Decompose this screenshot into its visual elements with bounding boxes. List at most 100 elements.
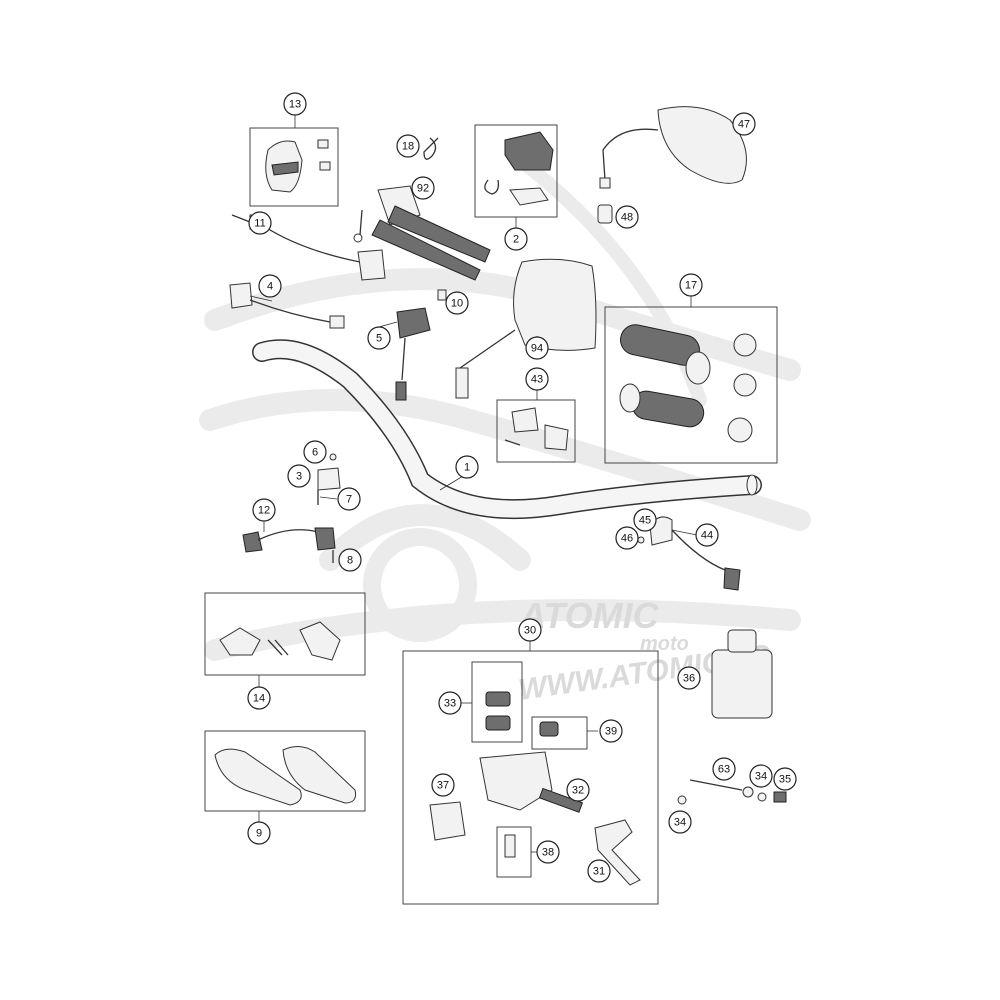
watermark-sub: moto — [640, 633, 689, 655]
callout-label: 35 — [779, 774, 791, 786]
callout-label: 2 — [513, 234, 519, 246]
callout-label: 17 — [685, 280, 697, 292]
callout-circle — [525, 367, 549, 391]
callout-94: 94 — [525, 336, 549, 360]
switch-5 — [395, 307, 431, 401]
callout-48: 48 — [615, 205, 639, 229]
callout-circle — [695, 523, 719, 547]
reservoir-36 — [711, 629, 773, 719]
nut-6 — [329, 453, 337, 461]
frame-clip-39 — [531, 716, 588, 750]
callout-label: 39 — [605, 726, 617, 738]
callout-circle — [247, 686, 271, 710]
callout-11: 11 — [248, 211, 272, 235]
callout-14: 14 — [247, 686, 271, 710]
watermark-brand: ATOMIC — [519, 595, 660, 636]
callout-circle — [431, 773, 455, 797]
callout-35: 35 — [773, 767, 797, 791]
callout-label: 38 — [542, 847, 554, 859]
switch-4 — [229, 282, 345, 329]
handguards-9 — [214, 746, 356, 806]
callout-circle — [247, 821, 271, 845]
callout-circle — [338, 548, 362, 572]
callout-17: 17 — [679, 273, 703, 297]
callout-circle — [679, 273, 703, 297]
callout-circle — [773, 767, 797, 791]
callout-circle — [668, 810, 692, 834]
cable-12 — [242, 527, 336, 563]
callout-30: 30 — [518, 618, 542, 642]
bracket-94 — [455, 258, 597, 399]
frame-handguards-9 — [204, 730, 366, 812]
handlebar — [252, 339, 762, 520]
callout-63: 63 — [712, 757, 736, 781]
callout-47: 47 — [732, 112, 756, 136]
hose-63 — [677, 779, 787, 805]
callout-circle — [337, 487, 361, 511]
callout-circle — [712, 757, 736, 781]
callout-circle — [303, 440, 327, 464]
clamp-43 — [504, 407, 569, 451]
pads-33 — [485, 691, 511, 731]
callout-5: 5 — [367, 326, 391, 350]
callout-circle — [396, 134, 420, 158]
callout-label: 7 — [346, 494, 352, 506]
grips-17 — [619, 324, 757, 443]
callout-label: 14 — [253, 693, 265, 705]
callout-label: 36 — [683, 673, 695, 685]
callout-3: 3 — [287, 464, 311, 488]
callout-circle — [587, 859, 611, 883]
callout-45: 45 — [633, 508, 657, 532]
callout-43: 43 — [525, 367, 549, 391]
callout-circle — [518, 618, 542, 642]
callout-circle — [287, 464, 311, 488]
callout-circle — [367, 326, 391, 350]
callout-label: 34 — [755, 771, 767, 783]
callout-circle — [258, 274, 282, 298]
callout-label: 13 — [289, 99, 301, 111]
callout-label: 34 — [674, 817, 686, 829]
callout-13: 13 — [283, 92, 307, 116]
callout-39: 39 — [599, 719, 623, 743]
zip-tie-18 — [423, 137, 439, 160]
callout-6: 6 — [303, 440, 327, 464]
callout-circle — [633, 508, 657, 532]
switch-housing-13 — [265, 139, 331, 193]
callout-label: 45 — [639, 515, 651, 527]
callout-label: 47 — [738, 119, 750, 131]
frame-master-cylinder-30 — [402, 650, 659, 905]
callout-circle — [599, 719, 623, 743]
callout-9: 9 — [247, 821, 271, 845]
mirror-47 — [599, 106, 747, 189]
callout-circle — [615, 205, 639, 229]
callout-label: 9 — [256, 828, 262, 840]
bracket-3 — [317, 467, 341, 491]
callout-label: 3 — [296, 471, 302, 483]
callout-34: 34 — [749, 764, 773, 788]
throttle-assembly-92 — [353, 185, 491, 281]
callout-label: 18 — [402, 141, 414, 153]
callout-8: 8 — [338, 548, 362, 572]
callout-32: 32 — [566, 778, 590, 802]
callout-circle — [566, 778, 590, 802]
leader-lines — [249, 115, 698, 853]
callout-label: 4 — [267, 281, 273, 293]
pin-38 — [504, 834, 516, 858]
callout-circle — [615, 526, 639, 550]
callout-label: 12 — [258, 505, 270, 517]
callout-label: 32 — [572, 785, 584, 797]
lever-31 — [594, 819, 641, 886]
callout-circle — [525, 336, 549, 360]
callout-circle — [504, 227, 528, 251]
callout-label: 11 — [254, 218, 265, 230]
clip-39 — [539, 721, 559, 737]
cover-37 — [429, 801, 466, 841]
callout-label: 44 — [701, 530, 713, 542]
mounts-14 — [219, 621, 341, 661]
callout-label: 46 — [621, 533, 633, 545]
frame-clamp-43 — [496, 399, 576, 463]
callout-label: 31 — [593, 866, 605, 878]
callout-circle — [455, 455, 479, 479]
caliper-body — [479, 751, 553, 811]
